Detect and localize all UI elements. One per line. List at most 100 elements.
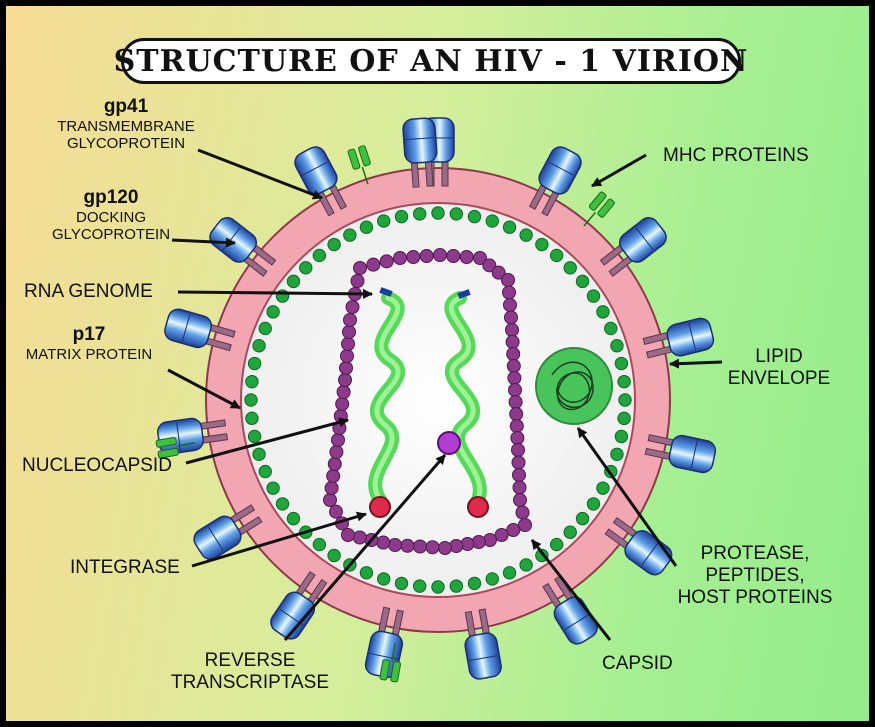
capsid-bead <box>503 298 517 312</box>
matrix-bead <box>343 228 357 242</box>
label-rt-line1: REVERSE <box>204 650 296 671</box>
envelope-spike <box>193 504 263 560</box>
label-gp120-name: gp120 <box>83 187 139 208</box>
capsid-bead <box>508 395 523 409</box>
label-gp120-desc2: GLYCOPROTEIN <box>51 226 171 244</box>
protease-cluster <box>535 347 613 425</box>
capsid-bead <box>506 523 521 537</box>
mhc-protein <box>347 145 371 185</box>
gp120-cap-seam <box>688 322 697 351</box>
matrix-bead <box>449 579 464 593</box>
capsid-bead <box>342 325 356 339</box>
matrix-bead <box>312 248 327 263</box>
matrix-bead <box>377 572 391 586</box>
matrix-bead <box>412 207 427 221</box>
arrow-capsid <box>530 539 612 641</box>
gp120-cap <box>666 317 715 357</box>
capsid-bead <box>326 469 341 483</box>
label-rna-genome: RNA GENOME <box>24 281 153 302</box>
gp120-cap <box>164 308 213 349</box>
gp120-cap <box>668 434 717 474</box>
mhc-anchor <box>176 442 195 447</box>
matrix-bead <box>258 321 272 336</box>
arrow-reverse-transcriptase <box>283 454 447 641</box>
label-reverse-transcriptase: REVERSE TRANSCRIPTASE <box>160 650 340 694</box>
capsid-bead <box>433 248 447 262</box>
mhc-subunit <box>588 191 607 211</box>
capsid-bead <box>400 538 415 553</box>
label-gp41-name: gp41 <box>103 96 149 117</box>
capsid-bead <box>323 493 337 507</box>
mhc-subunit <box>157 447 179 459</box>
capsid-shell <box>323 248 532 555</box>
capsid-bead <box>341 528 355 542</box>
label-gp41-desc1: TRANSMEMBRANE <box>57 117 195 135</box>
matrix-bead <box>245 374 259 389</box>
capsid-bead <box>425 540 440 555</box>
envelope-spike <box>402 117 438 188</box>
matrix-bead <box>412 579 427 593</box>
label-integrase: INTEGRASE <box>70 557 180 578</box>
capsid-bead <box>482 258 497 273</box>
matrix-bead <box>614 429 629 444</box>
capsid-bead <box>510 431 525 445</box>
matrix-bead <box>359 220 374 234</box>
capsid-bead <box>502 285 516 300</box>
matrix-bead <box>252 339 266 353</box>
matrix-bead <box>467 576 482 591</box>
matrix-bead <box>485 214 499 228</box>
matrix-bead <box>586 497 601 511</box>
label-p17: p17 MATRIX PROTEIN <box>14 324 164 363</box>
matrix-bead <box>549 537 564 552</box>
gp120-cap <box>193 515 242 560</box>
capsid-bead <box>406 250 421 264</box>
matrix-bead <box>563 261 577 275</box>
arrow-gp120 <box>171 237 236 248</box>
matrix-bead <box>431 206 445 220</box>
rna-cap-right <box>457 289 471 299</box>
matrix-bead <box>575 511 590 526</box>
virion-interior <box>240 202 636 598</box>
capsid-bead <box>511 443 525 457</box>
protease-tangle <box>551 361 594 411</box>
matrix-bead <box>247 356 262 371</box>
envelope-spike <box>599 217 667 277</box>
matrix-bead <box>519 558 533 572</box>
matrix-bead <box>247 429 262 444</box>
mhc-anchor <box>361 166 369 185</box>
label-gp41: gp41 TRANSMEMBRANE GLYCOPROTEIN <box>46 96 206 152</box>
mhc-subunit <box>390 661 402 683</box>
matrix-bead <box>327 237 341 252</box>
matrix-bead <box>467 209 482 224</box>
capsid-bead <box>505 323 519 337</box>
capsid-bead <box>491 265 506 280</box>
arrow-gp41 <box>197 148 323 200</box>
title-banner: STRUCTURE OF AN HIV - 1 VIRION <box>114 38 747 84</box>
label-gp120-desc1: DOCKING <box>75 208 146 226</box>
matrix-bead <box>266 305 280 319</box>
capsid-bead <box>353 261 367 275</box>
envelope-spike <box>164 308 236 352</box>
capsid-bead <box>419 249 434 263</box>
gp120-cap-seam <box>641 542 659 566</box>
capsid-bead <box>336 385 351 399</box>
capsid-bead <box>512 468 526 482</box>
matrix-bead <box>327 548 341 563</box>
matrix-bead <box>596 481 610 495</box>
capsid-bead <box>494 528 509 542</box>
matrix-bead <box>596 305 610 319</box>
matrix-bead <box>258 464 272 479</box>
matrix-bead <box>394 576 409 591</box>
rna-cap-left <box>379 287 393 297</box>
gp41-stalk <box>441 159 449 187</box>
capsid-bead <box>340 349 354 363</box>
matrix-bead <box>485 572 499 586</box>
capsid-bead <box>339 361 353 375</box>
matrix-bead <box>312 537 327 552</box>
arrow-p17 <box>167 368 241 410</box>
label-protease-line3: HOST PROTEINS <box>677 586 833 608</box>
capsid-bead <box>350 274 365 288</box>
capsid-bead <box>459 250 474 264</box>
